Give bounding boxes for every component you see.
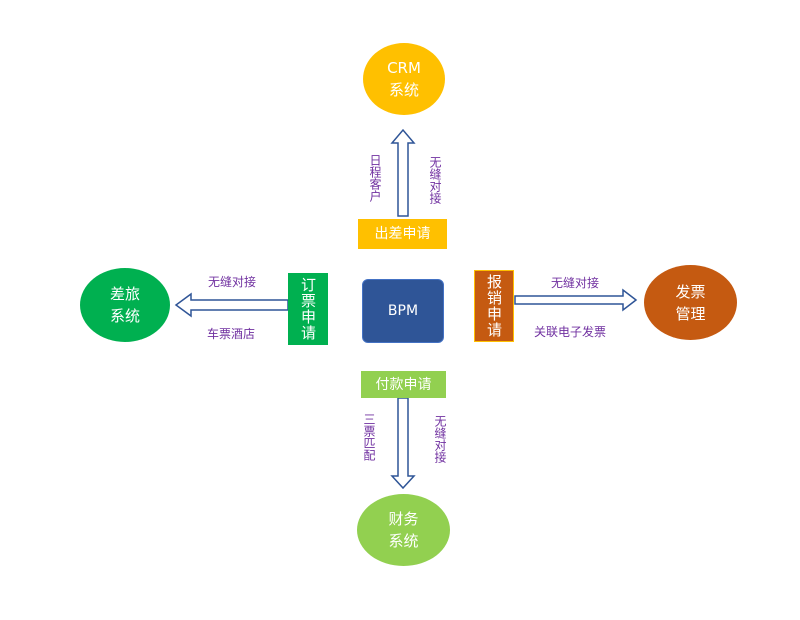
business-trip-application: 出差申请 <box>358 219 447 249</box>
travel-top-label: 无缝对接 <box>208 275 257 289</box>
invoice-bottom-label: 关联电子发票 <box>534 325 607 339</box>
bpm-label: BPM <box>387 303 419 319</box>
arrow-to-travel <box>174 292 289 318</box>
reimbursement-label: 报销申请 <box>485 274 503 338</box>
ticket-booking-application: 订票申请 <box>288 273 328 345</box>
crm-right-label: 无缝对接 <box>428 156 442 204</box>
payment-application: 付款申请 <box>361 371 446 398</box>
arrow-to-finance <box>390 397 416 490</box>
payment-label: 付款申请 <box>375 376 432 393</box>
travel-bottom-label: 车票酒店 <box>207 327 256 341</box>
arrow-to-invoice <box>514 288 638 312</box>
invoice-top-label: 无缝对接 <box>551 276 600 290</box>
finance-system-label: 财务 系统 <box>388 510 419 550</box>
crm-left-label: 日程客户 <box>368 154 382 202</box>
finance-right-label: 无缝对接 <box>433 415 447 463</box>
bpm-node: BPM <box>362 279 444 343</box>
invoice-management-label: 发票 管理 <box>675 282 706 323</box>
crm-system-label: CRM 系统 <box>387 59 421 99</box>
crm-system-node: CRM 系统 <box>363 43 445 115</box>
ticket-booking-label: 订票申请 <box>299 277 317 341</box>
finance-system-node: 财务 系统 <box>357 494 450 566</box>
finance-left-label: 三票匹配 <box>362 413 376 461</box>
travel-system-node: 差旅 系统 <box>80 268 170 342</box>
travel-system-label: 差旅 系统 <box>109 285 140 325</box>
arrow-to-crm <box>390 128 416 217</box>
reimbursement-application: 报销申请 <box>474 270 514 342</box>
invoice-management-node: 发票 管理 <box>644 265 737 340</box>
business-trip-label: 出差申请 <box>374 226 431 242</box>
